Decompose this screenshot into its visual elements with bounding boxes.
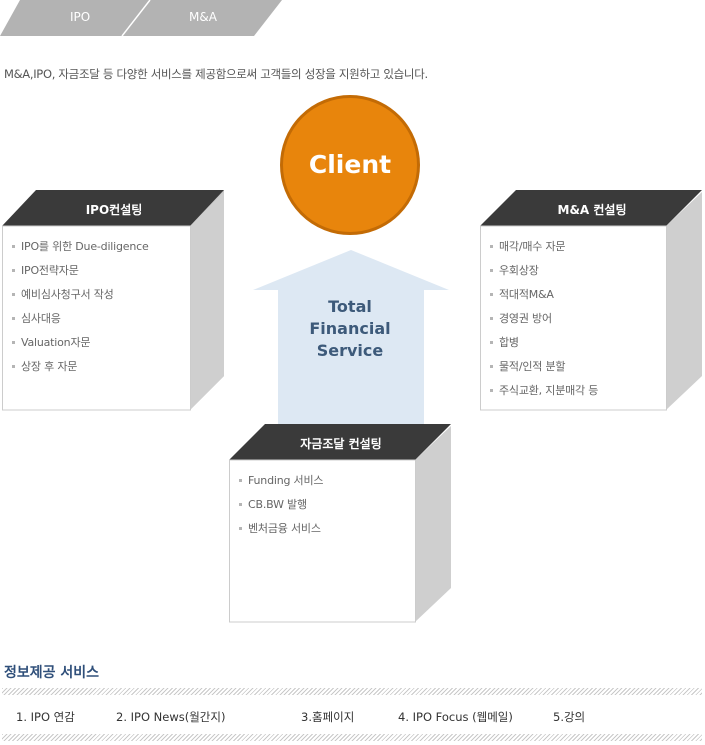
- funding-consulting-title: 자금조달 컨설팅: [300, 437, 382, 451]
- arrow-text-line: Total: [328, 297, 372, 316]
- hatch-divider-bottom: [2, 734, 702, 741]
- tab-ipo[interactable]: IPO: [70, 10, 91, 24]
- list-item: 우회상장: [490, 259, 598, 283]
- info-service-list: 1. IPO 연감 2. IPO News(월간지) 3.홈페이지 4. IPO…: [0, 706, 705, 728]
- arrow-text-line: Financial: [309, 319, 391, 338]
- list-item: Valuation자문: [12, 331, 149, 355]
- list-item: CB.BW 발행: [239, 493, 323, 517]
- total-financial-service-label: Total Financial Service: [290, 296, 410, 362]
- list-item: 상장 후 자문: [12, 355, 149, 379]
- list-item: 벤처금융 서비스: [239, 517, 323, 541]
- client-label: Client: [308, 150, 392, 179]
- list-item: 예비심사청구서 작성: [12, 283, 149, 307]
- ipo-consulting-title: IPO컨설팅: [85, 203, 143, 217]
- ma-consulting-list: 매각/매수 자문 우회상장 적대적M&A 경영권 방어 합병 물적/인적 분할 …: [490, 235, 598, 403]
- funding-consulting-list: Funding 서비스 CB.BW 발행 벤처금융 서비스: [239, 469, 324, 541]
- list-item: 심사대응: [12, 307, 149, 331]
- info-service-title: 정보제공 서비스: [4, 665, 100, 681]
- tab-bar: IPO M&A: [0, 0, 290, 36]
- list-item: Funding 서비스: [239, 469, 324, 493]
- arrow-up-shape: [253, 250, 449, 430]
- list-item: IPO를 위한 Due-diligence: [12, 235, 149, 259]
- list-item: 적대적M&A: [490, 283, 598, 307]
- service-lecture[interactable]: 5.강의: [553, 710, 586, 724]
- tab-ma[interactable]: M&A: [189, 10, 217, 24]
- list-item: 경영권 방어: [490, 307, 598, 331]
- service-ipo-yearbook[interactable]: 1. IPO 연감: [16, 710, 75, 724]
- service-homepage[interactable]: 3.홈페이지: [301, 710, 355, 724]
- ma-consulting-box: M&A 컨설팅 매각/매수 자문 우회상장 적대적M&A 경영권 방어 합병 물…: [480, 190, 704, 412]
- tab-shapes: [0, 0, 282, 36]
- intro-text: M&A,IPO, 자금조달 등 다양한 서비스를 제공함으로써 고객들의 성장을…: [4, 67, 428, 81]
- hatch-divider-top: [2, 688, 702, 695]
- ma-consulting-title: M&A 컨설팅: [557, 203, 627, 217]
- funding-consulting-box: 자금조달 컨설팅 Funding 서비스 CB.BW 발행 벤처금융 서비스: [229, 424, 453, 624]
- arrow-text-line: Service: [316, 341, 384, 360]
- ipo-consulting-list: IPO를 위한 Due-diligence IPO전략자문 예비심사청구서 작성…: [12, 235, 149, 379]
- list-item: 매각/매수 자문: [490, 235, 598, 259]
- list-item: 주식교환, 지분매각 등: [490, 379, 598, 403]
- client-circle: Client: [280, 95, 420, 235]
- list-item: 물적/인적 분할: [490, 355, 598, 379]
- list-item: 합병: [490, 331, 598, 355]
- list-item: IPO전략자문: [12, 259, 149, 283]
- service-ipo-focus[interactable]: 4. IPO Focus (웹메일): [398, 710, 513, 724]
- service-ipo-news[interactable]: 2. IPO News(월간지): [116, 710, 226, 724]
- ipo-consulting-box: IPO컨설팅 IPO를 위한 Due-diligence IPO전략자문 예비심…: [2, 190, 226, 412]
